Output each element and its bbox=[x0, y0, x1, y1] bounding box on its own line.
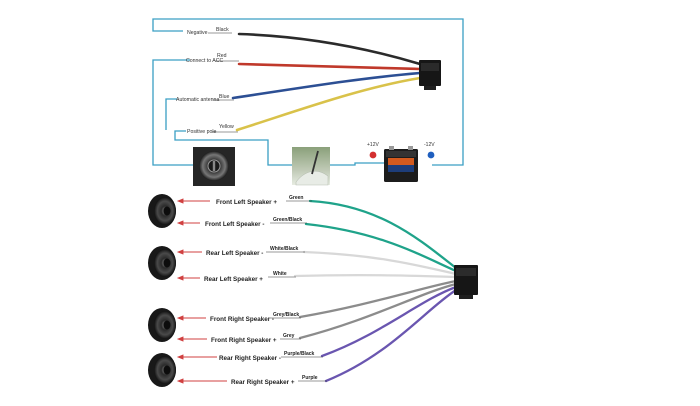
speaker-labels: Front Left Speaker + Front Left Speaker … bbox=[204, 199, 295, 386]
rear-left-plus-label: Rear Left Speaker + bbox=[204, 276, 263, 283]
battery-positive-label: +12V bbox=[367, 142, 379, 148]
speaker-icon bbox=[148, 353, 176, 387]
auto-antenna-label: Automatic antenna bbox=[176, 97, 219, 103]
connect-acc-label: Connect to ACC bbox=[186, 58, 223, 64]
battery-terminals: +12V -12V bbox=[367, 142, 435, 159]
rear-right-minus-label: Rear Right Speaker - bbox=[219, 355, 281, 362]
power-connector-icon bbox=[419, 60, 441, 90]
rear-left-minus-label: Rear Left Speaker - bbox=[206, 250, 263, 257]
battery-negative-label: -12V bbox=[424, 142, 435, 148]
black-wire-label: Black bbox=[216, 27, 229, 33]
speaker-icon bbox=[148, 246, 176, 280]
yellow-wire bbox=[235, 76, 422, 132]
car-antenna-icon bbox=[292, 147, 330, 186]
purple-black-wire bbox=[320, 285, 458, 358]
green-wire bbox=[308, 199, 458, 270]
speaker-icons bbox=[148, 194, 176, 387]
red-wire-label: Red bbox=[217, 53, 227, 59]
blue-wire bbox=[231, 71, 422, 100]
red-wire bbox=[237, 62, 422, 71]
power-labels: Negative Black Red Connect to ACC Blue A… bbox=[176, 27, 239, 135]
white-black-wire bbox=[302, 250, 458, 276]
car-battery-icon bbox=[384, 146, 418, 182]
blue-wire-label: Blue bbox=[219, 94, 229, 100]
negative-label: Negative bbox=[187, 30, 208, 36]
yellow-wire-label: Yellow bbox=[219, 124, 234, 130]
grey-wire-label: Grey bbox=[283, 333, 295, 339]
battery-positive-dot bbox=[369, 151, 377, 159]
purple-black-wire-label: Purple/Black bbox=[284, 351, 315, 357]
speaker-icon bbox=[148, 194, 176, 228]
rear-right-plus-label: Rear Right Speaker + bbox=[231, 379, 295, 386]
grey-wire bbox=[298, 282, 458, 340]
purple-wire bbox=[324, 288, 458, 383]
white-black-wire-label: White/Black bbox=[270, 246, 299, 252]
front-left-minus-label: Front Left Speaker - bbox=[205, 221, 264, 228]
front-right-minus-label: Front Right Speaker - bbox=[210, 316, 274, 323]
grey-black-wire-label: Grey/Black bbox=[273, 312, 299, 318]
front-right-plus-label: Front Right Speaker + bbox=[211, 337, 277, 344]
green-black-wire-label: Green/Black bbox=[273, 217, 302, 223]
battery-negative-dot bbox=[427, 151, 435, 159]
purple-wire-label: Purple bbox=[302, 375, 318, 381]
speaker-icon bbox=[148, 308, 176, 342]
speaker-arrows bbox=[176, 198, 227, 384]
black-wire bbox=[237, 32, 422, 66]
frame-lines bbox=[152, 18, 464, 166]
white-wire bbox=[293, 273, 458, 279]
speaker-wire-labels: Green Green/Black White/Black White Grey… bbox=[266, 195, 327, 382]
green-wire-label: Green bbox=[289, 195, 303, 201]
grey-black-wire bbox=[298, 279, 458, 319]
power-wires bbox=[231, 32, 422, 132]
positive-pole-label: Positive pole bbox=[187, 129, 217, 135]
speaker-connector-icon bbox=[454, 265, 478, 299]
ignition-key-icon bbox=[193, 147, 235, 186]
front-left-plus-label: Front Left Speaker + bbox=[216, 199, 277, 206]
speaker-wires bbox=[293, 199, 458, 383]
green-black-wire bbox=[304, 222, 458, 273]
white-wire-label: White bbox=[273, 271, 287, 277]
